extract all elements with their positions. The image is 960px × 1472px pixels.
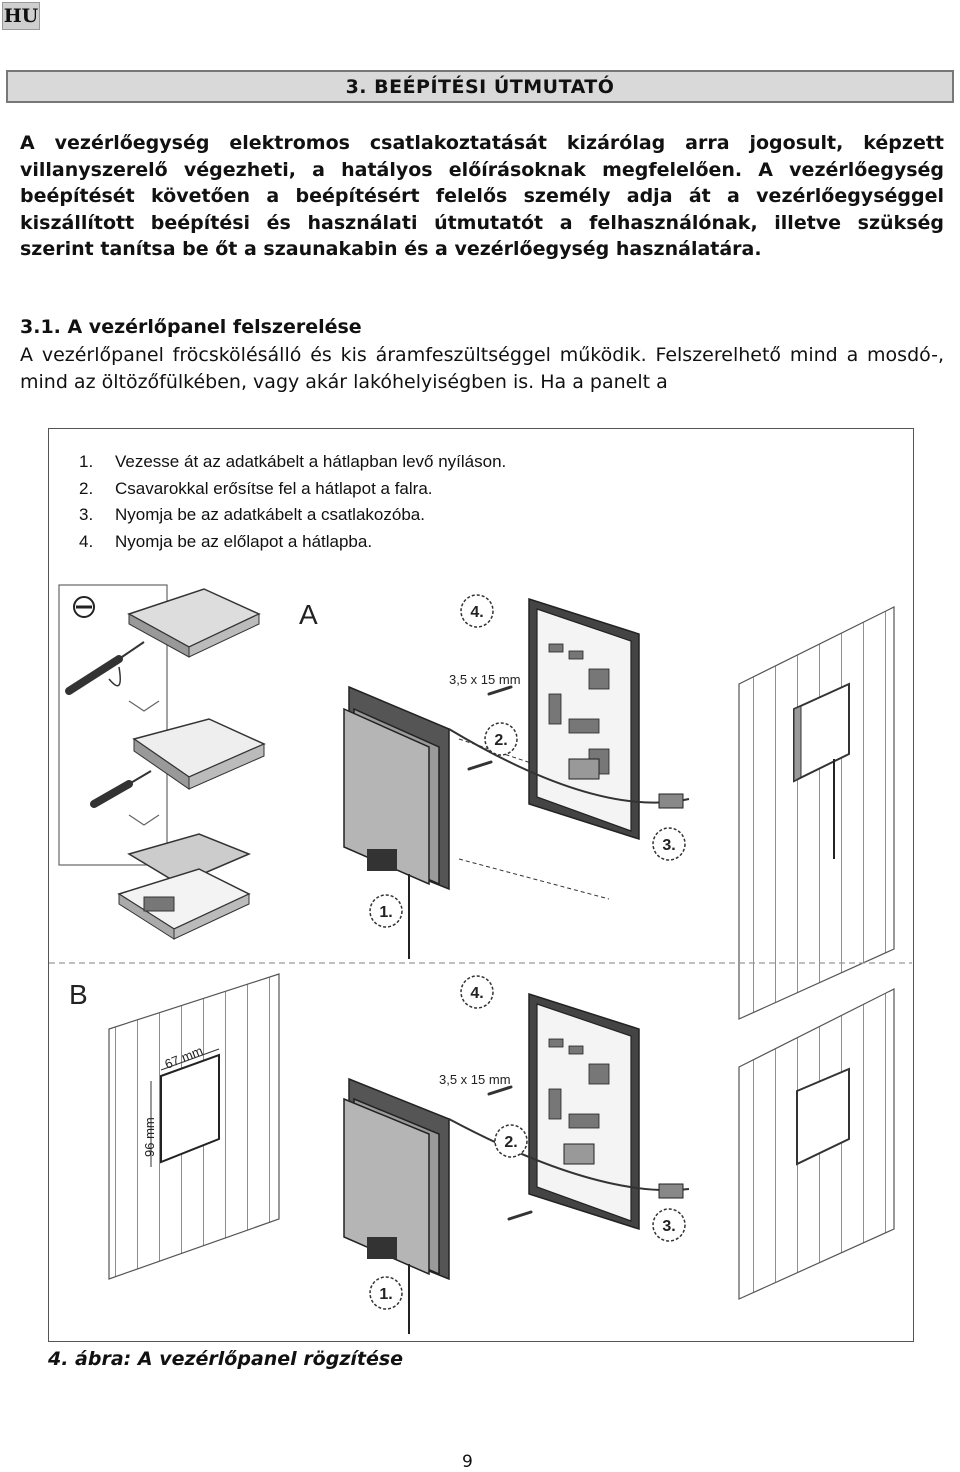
part-a-label: A	[299, 599, 318, 630]
callout-4-b: 4.	[470, 985, 483, 1002]
callout-3-a: 3.	[662, 837, 675, 854]
step-item: 1.Vezesse át az adatkábelt a hátlapban l…	[79, 452, 507, 471]
callout-1-a: 1.	[379, 904, 392, 921]
screw-size-b: 3,5 x 15 mm	[439, 1072, 511, 1087]
intro-paragraph: A vezérlőegység elektromos csatlakoztatá…	[20, 132, 944, 260]
callout-2-b: 2.	[504, 1134, 517, 1151]
step-item: 2.Csavarokkal erősítse fel a hátlapot a …	[79, 478, 433, 498]
screw-size-a: 3,5 x 15 mm	[449, 672, 521, 687]
language-tag: HU	[2, 2, 40, 30]
installation-figure: 1.Vezesse át az adatkábelt a hátlapban l…	[48, 428, 914, 1342]
part-a: A	[58, 584, 895, 1020]
callout-1-b: 1.	[379, 1286, 392, 1303]
dimension-height: 96 mm	[142, 1117, 157, 1157]
wall-b	[738, 988, 895, 1300]
wall-a	[738, 606, 895, 1020]
figure-caption: 4. ábra: A vezérlőpanel rögzítése	[48, 1348, 404, 1370]
subsection-body: A vezérlőpanel fröcskölésálló és kis ára…	[20, 344, 944, 393]
callout-3-b: 3.	[662, 1218, 675, 1235]
callouts-a	[369, 594, 686, 928]
wall-cutout-b: 67 mm 96 mm	[108, 973, 280, 1280]
section-title: 3. BEÉPÍTÉSI ÚTMUTATÓ	[6, 70, 954, 103]
callout-2-a: 2.	[494, 732, 507, 749]
subsection-heading: 3.1. A vezérlőpanel felszerelése	[20, 316, 362, 338]
panel-assembly-a: 3,5 x 15 mm	[343, 597, 690, 959]
installation-drawing: A	[49, 584, 912, 1334]
part-b: B 67 mm 96 mm	[69, 973, 895, 1334]
faceplate-removal-steps	[58, 584, 266, 940]
panel-assembly-b: 3,5 x 15 mm	[343, 992, 690, 1334]
page-number: 9	[462, 1452, 473, 1472]
callout-4-a: 4.	[470, 604, 483, 621]
step-item: 3.Nyomja be az adatkábelt a csatlakozóba…	[79, 505, 425, 524]
installation-steps: 1.Vezesse át az adatkábelt a hátlapban l…	[79, 449, 506, 555]
step-item: 4.Nyomja be az előlapot a hátlapba.	[79, 531, 373, 551]
callouts-b	[369, 975, 686, 1310]
part-b-label: B	[69, 979, 88, 1010]
